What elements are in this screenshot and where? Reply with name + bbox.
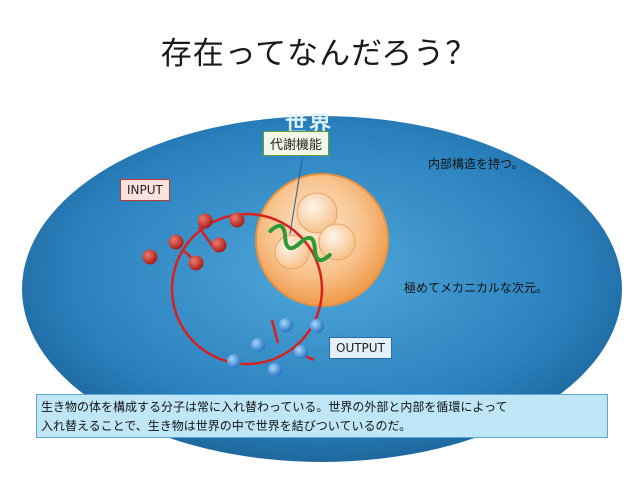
input-molecule: [142, 249, 158, 265]
cycle-tick-3: [270, 319, 280, 344]
input-molecule: [229, 212, 245, 228]
caption-box: 生き物の体を構成する分子は常に入れ替わっている。世界の外部と内部を循環によって …: [36, 394, 608, 438]
metabolism-label: 代謝機能: [263, 131, 330, 156]
organelle-1: [296, 192, 338, 234]
input-molecule: [197, 213, 213, 229]
cycle-tick-1: [197, 226, 215, 248]
output-molecule: [279, 318, 293, 332]
metabolism-pointer: [289, 153, 304, 235]
input-molecule: [188, 255, 204, 271]
output-molecule: [310, 319, 324, 333]
internal-structure-label: 内部構造を持つ。: [428, 157, 524, 171]
output-molecule: [268, 363, 282, 377]
page-title: 存在ってなんだろう？: [160, 36, 478, 72]
output-molecule: [294, 345, 308, 359]
mechanical-dimension-label: 極めてメカニカルな次元。: [404, 281, 549, 295]
input-label: INPUT: [120, 179, 170, 201]
input-molecule: [211, 237, 227, 253]
metabolism-wave: [268, 223, 332, 263]
metabolic-cycle: [170, 212, 324, 366]
caption-line-2: 入れ替えることで、生き物は世界の中で世界を結びついているのだ。: [41, 419, 412, 433]
output-molecule: [227, 354, 241, 368]
caption-line-1: 生き物の体を構成する分子は常に入れ替わっている。世界の外部と内部を循環によって: [41, 400, 508, 414]
organelle-2: [318, 223, 356, 261]
input-molecule: [168, 234, 184, 250]
output-label: OUTPUT: [329, 337, 392, 359]
output-molecule: [251, 338, 265, 352]
